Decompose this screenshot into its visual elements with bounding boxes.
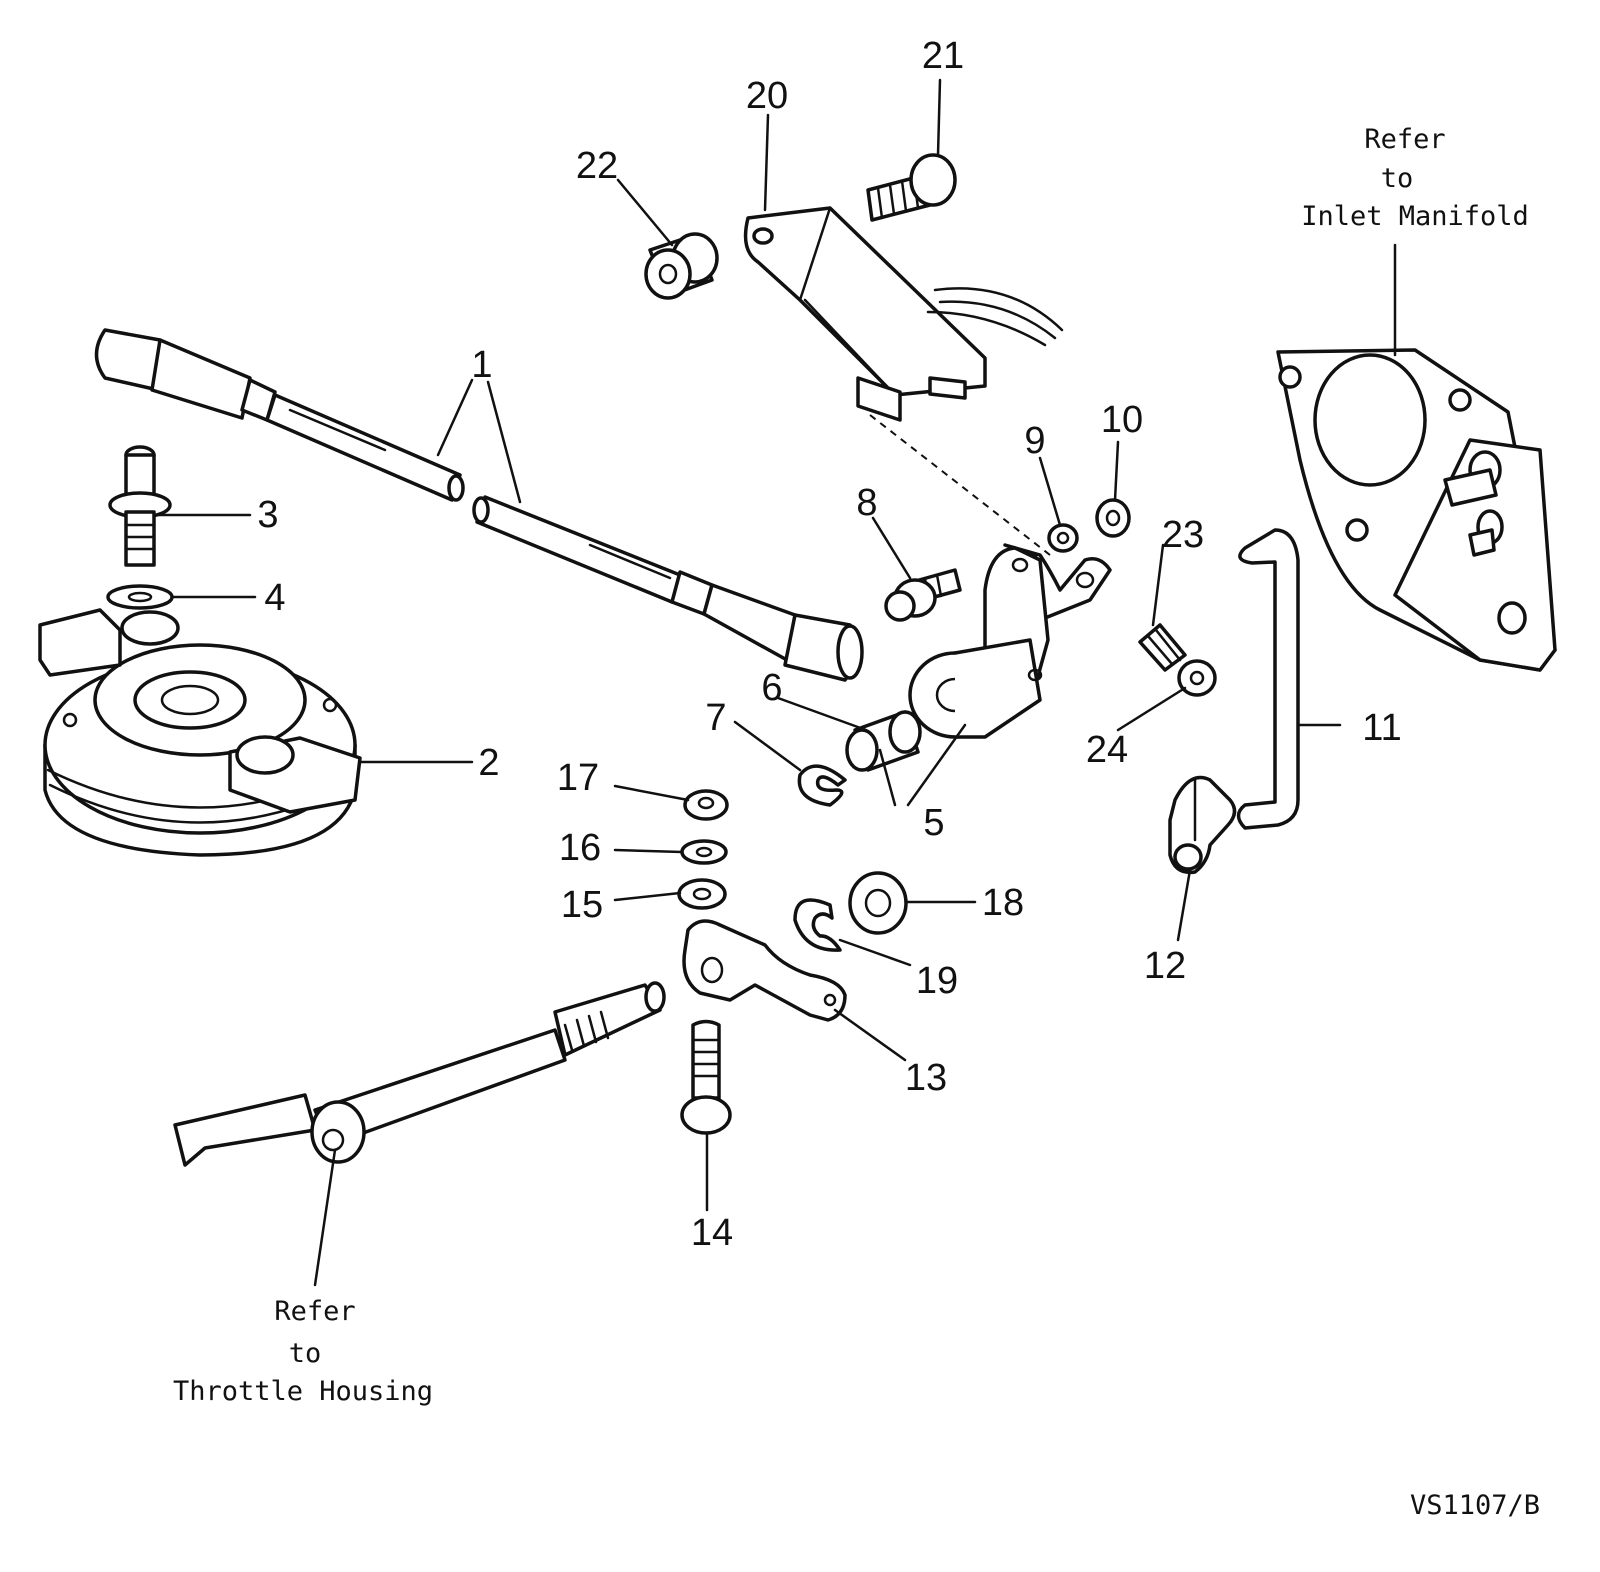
part-4-washer [106, 584, 174, 610]
callout-19: 19 [916, 960, 958, 1002]
part-22-bush [644, 232, 719, 300]
callout-16: 16 [559, 827, 601, 869]
callout-10: 10 [1101, 399, 1143, 441]
part-7-eclip [797, 764, 847, 807]
callout-24: 24 [1086, 729, 1128, 771]
callout-18: 18 [982, 882, 1024, 924]
inlet-manifold-plate [1276, 348, 1557, 672]
part-9-washer [1047, 523, 1079, 553]
part-2-actuator-housing [38, 608, 362, 857]
callout-6: 6 [761, 667, 782, 709]
callout-9: 9 [1024, 420, 1045, 462]
part-17-nut [683, 789, 729, 821]
callout-11: 11 [1362, 707, 1401, 749]
part-16-washer [680, 839, 728, 865]
part-12-bracket [1168, 775, 1237, 875]
callout-numbers: 1 2 3 4 5 6 7 8 9 10 11 12 13 14 15 16 1… [257, 35, 1401, 1254]
part-19-eclip [793, 898, 842, 952]
callout-3: 3 [257, 494, 278, 536]
callout-17: 17 [557, 757, 599, 799]
drawing-reference: VS1107/B [1410, 1490, 1540, 1521]
part-8-bolt [884, 568, 962, 622]
part-18-washer [848, 871, 908, 935]
note-throttle-line-2: to [289, 1338, 322, 1369]
note-inlet-line-3: Inlet Manifold [1301, 201, 1529, 232]
callout-20: 20 [746, 75, 788, 117]
part-3-stud [108, 445, 172, 567]
part-21-screw [866, 153, 957, 222]
callout-7: 7 [705, 697, 726, 739]
callout-15: 15 [561, 884, 603, 926]
part-11-rod [1236, 528, 1300, 830]
leader-lines [154, 78, 1397, 1287]
part-23-pin [1138, 623, 1187, 672]
note-throttle-housing: Refer to Throttle Housing [173, 1296, 433, 1407]
part-14-bolt [680, 1019, 732, 1135]
callout-12: 12 [1144, 945, 1186, 987]
callout-2: 2 [478, 742, 499, 784]
part-13-lever-plate [682, 919, 847, 1022]
assembly-line-20-5 [869, 414, 1051, 556]
part-1-cable [94, 328, 864, 682]
part-15-washer [677, 878, 727, 910]
callout-5: 5 [923, 802, 944, 844]
part-20-sensor-module [743, 206, 1064, 422]
note-inlet-line-1: Refer [1364, 124, 1445, 155]
callout-4: 4 [264, 577, 285, 619]
callout-1: 1 [471, 344, 492, 386]
callout-22: 22 [576, 145, 618, 187]
note-inlet-line-2: to [1381, 163, 1414, 194]
throttle-shaft [173, 981, 666, 1167]
callout-14: 14 [691, 1212, 733, 1254]
note-throttle-line-3: Throttle Housing [173, 1376, 433, 1407]
callout-21: 21 [922, 35, 964, 77]
callout-13: 13 [905, 1057, 947, 1099]
part-10-nut [1095, 498, 1131, 538]
part-6-sleeve [845, 710, 922, 772]
callout-23: 23 [1162, 514, 1204, 556]
part-24-nut [1177, 659, 1217, 697]
part-5-lever-assembly [908, 543, 1112, 739]
note-inlet-manifold: Refer to Inlet Manifold [1301, 124, 1529, 232]
note-throttle-line-1: Refer [274, 1296, 355, 1327]
callout-8: 8 [856, 482, 877, 524]
